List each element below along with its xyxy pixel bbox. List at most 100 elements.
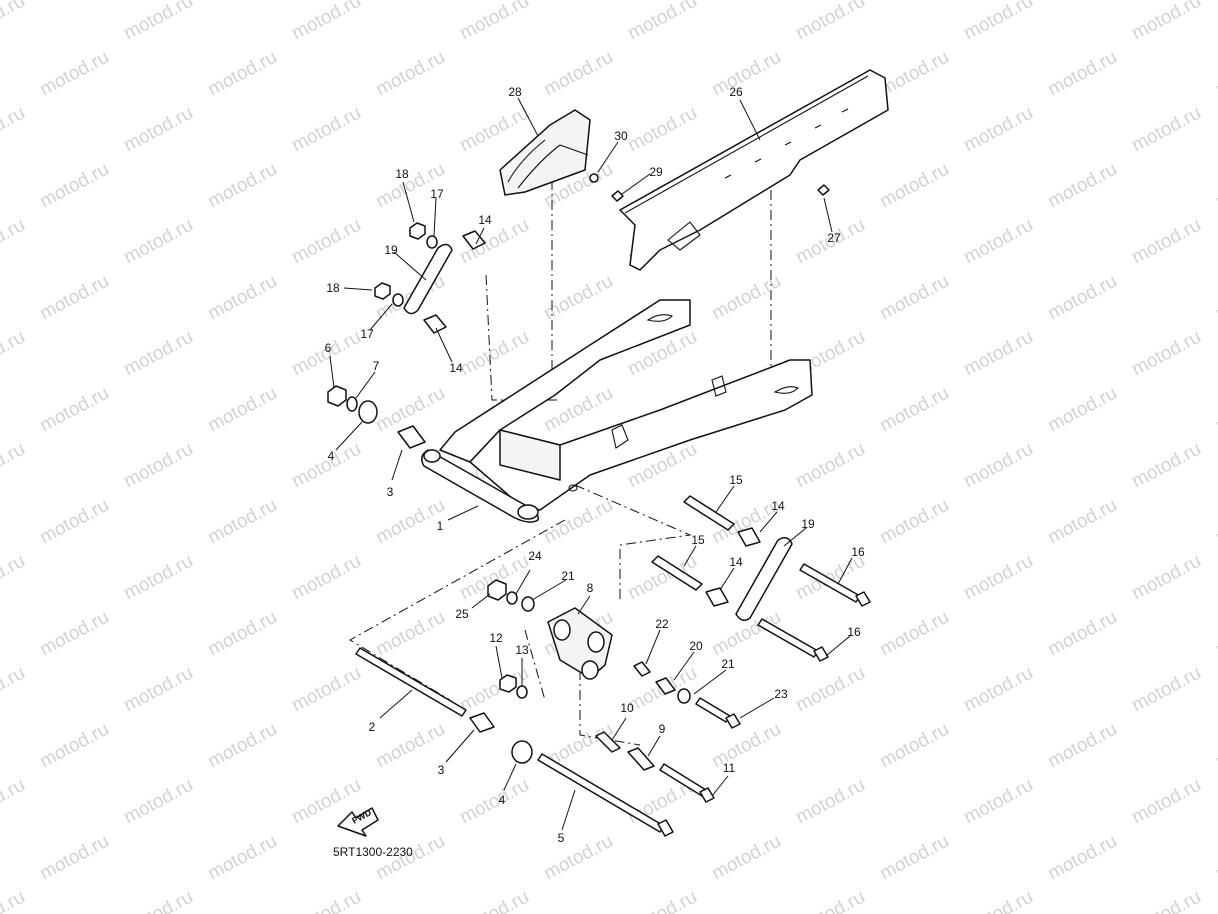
callout-26: 26 bbox=[729, 85, 743, 99]
watermark-text: motod.ru bbox=[876, 271, 952, 325]
callout-19: 19 bbox=[384, 243, 398, 257]
watermark-text: motod.ru bbox=[624, 887, 700, 914]
watermark-text: motod.ru bbox=[120, 775, 196, 829]
watermark-text: motod.ru bbox=[36, 607, 112, 661]
callout-3: 3 bbox=[438, 763, 445, 777]
watermark-text: motod.ru bbox=[456, 775, 532, 829]
watermark-text: motod.ru bbox=[1212, 383, 1218, 437]
watermark-text: motod.ru bbox=[204, 271, 280, 325]
watermark-text: motod.ru bbox=[120, 0, 196, 44]
swingarm[interactable] bbox=[421, 299, 813, 523]
upper-hardware[interactable] bbox=[327, 173, 830, 449]
callout-5: 5 bbox=[558, 831, 565, 845]
watermark-text: motod.ru bbox=[120, 439, 196, 493]
watermark-text: motod.ru bbox=[0, 327, 29, 381]
watermark-text: motod.ru bbox=[204, 47, 280, 101]
watermark-text: motod.ru bbox=[876, 159, 952, 213]
watermark-text: motod.ru bbox=[1212, 719, 1218, 773]
watermark-text: motod.ru bbox=[1128, 103, 1204, 157]
watermark-text: motod.ru bbox=[0, 551, 29, 605]
watermark-text: motod.ru bbox=[204, 719, 280, 773]
watermark-text: motod.ru bbox=[876, 719, 952, 773]
callout-17: 17 bbox=[360, 327, 374, 341]
watermark-text: motod.ru bbox=[624, 0, 700, 44]
watermark-text: motod.ru bbox=[120, 887, 196, 914]
watermark-text: motod.ru bbox=[792, 439, 868, 493]
watermark-text: motod.ru bbox=[876, 47, 952, 101]
watermark-text: motod.ru bbox=[372, 607, 448, 661]
watermark-text: motod.ru bbox=[708, 719, 784, 773]
watermark-text: motod.ru bbox=[540, 831, 616, 885]
watermark-text: motod.ru bbox=[960, 327, 1036, 381]
callout-24: 24 bbox=[528, 549, 542, 563]
callout-18: 18 bbox=[326, 281, 340, 295]
callout-10: 10 bbox=[620, 701, 634, 715]
watermark-text: motod.ru bbox=[960, 775, 1036, 829]
watermark-text: motod.ru bbox=[1044, 495, 1120, 549]
callout-13: 13 bbox=[515, 643, 529, 657]
watermark-text: motod.ru bbox=[36, 831, 112, 885]
watermark-text: motod.ru bbox=[708, 831, 784, 885]
watermark-text: motod.ru bbox=[1212, 47, 1218, 101]
watermark-text: motod.ru bbox=[456, 327, 532, 381]
watermark-text: motod.ru bbox=[288, 0, 364, 44]
callout-15: 15 bbox=[691, 533, 705, 547]
watermark-text: motod.ru bbox=[876, 383, 952, 437]
watermark-text: motod.ru bbox=[204, 495, 280, 549]
watermark-text: motod.ru bbox=[1128, 0, 1204, 44]
watermark-text: motod.ru bbox=[1212, 495, 1218, 549]
watermark-text: motod.ru bbox=[36, 271, 112, 325]
callout-4: 4 bbox=[499, 793, 506, 807]
watermark-text: motod.ru bbox=[0, 215, 29, 269]
watermark-text: motod.ru bbox=[36, 159, 112, 213]
lower-hardware[interactable] bbox=[355, 495, 871, 837]
watermark-text: motod.ru bbox=[960, 887, 1036, 914]
callout-1: 1 bbox=[437, 519, 444, 533]
forward-arrow-icon: FWD bbox=[337, 807, 379, 837]
callout-19: 19 bbox=[801, 517, 815, 531]
watermark-text: motod.ru bbox=[0, 887, 29, 914]
watermark-text: motod.ru bbox=[288, 887, 364, 914]
watermark-text: motod.ru bbox=[540, 47, 616, 101]
callout-14: 14 bbox=[449, 361, 463, 375]
callout-16: 16 bbox=[847, 625, 861, 639]
watermark-text: motod.ru bbox=[120, 663, 196, 717]
watermark-text: motod.ru bbox=[120, 103, 196, 157]
callout-14: 14 bbox=[729, 555, 743, 569]
watermark-text: motod.ru bbox=[1212, 831, 1218, 885]
watermark-text: motod.ru bbox=[792, 887, 868, 914]
watermark-text: motod.ru bbox=[540, 271, 616, 325]
watermark-text: motod.ru bbox=[708, 47, 784, 101]
watermark-text: motod.ru bbox=[792, 663, 868, 717]
chain-slider[interactable] bbox=[499, 109, 591, 196]
watermark-text: motod.ru bbox=[36, 719, 112, 773]
watermark-text: motod.ru bbox=[708, 271, 784, 325]
callout-23: 23 bbox=[774, 687, 788, 701]
watermark-text: motod.ru bbox=[792, 0, 868, 44]
callout-30: 30 bbox=[614, 129, 628, 143]
watermark-text: motod.ru bbox=[792, 775, 868, 829]
watermark-text: motod.ru bbox=[120, 551, 196, 605]
watermark-text: motod.ru bbox=[0, 775, 29, 829]
callout-3: 3 bbox=[387, 485, 394, 499]
callout-numbers: 1 2 3 3 4 4 5 6 7 8 9 10 11 12 13 14 14 … bbox=[325, 85, 865, 845]
callout-17: 17 bbox=[430, 187, 444, 201]
watermark-text: motod.ru bbox=[36, 47, 112, 101]
watermark-text: motod.ru bbox=[960, 103, 1036, 157]
callout-8: 8 bbox=[587, 581, 594, 595]
watermark-text: motod.ru bbox=[1128, 775, 1204, 829]
callout-12: 12 bbox=[489, 631, 503, 645]
chain-case[interactable] bbox=[619, 69, 889, 271]
watermark-text: motod.ru bbox=[1044, 831, 1120, 885]
watermark-text: motod.ru bbox=[876, 495, 952, 549]
watermark-text: motod.ru bbox=[960, 215, 1036, 269]
watermark-text: motod.ru bbox=[1128, 327, 1204, 381]
watermark-text: motod.ru bbox=[1128, 215, 1204, 269]
watermark-text: motod.ru bbox=[540, 495, 616, 549]
watermark-text: motod.ru bbox=[288, 551, 364, 605]
callout-20: 20 bbox=[689, 639, 703, 653]
callout-25: 25 bbox=[455, 607, 469, 621]
watermark-text: motod.ru bbox=[288, 439, 364, 493]
watermark-text: motod.ru bbox=[372, 159, 448, 213]
